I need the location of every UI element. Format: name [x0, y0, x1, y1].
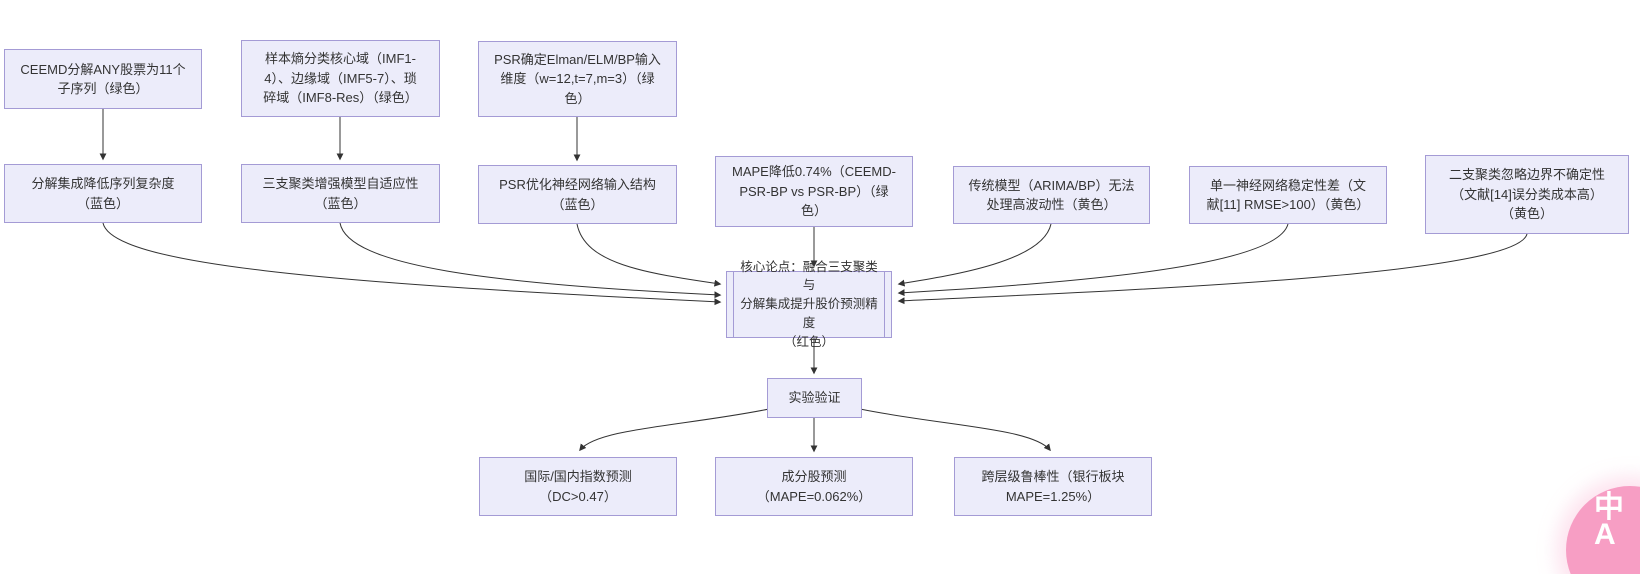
node-constituent-prediction: 成分股预测 （MAPE=0.062%） — [715, 457, 913, 516]
node-traditional-model-limitation: 传统模型（ARIMA/BP）无法 处理高波动性（黄色） — [953, 166, 1150, 224]
node-index-prediction: 国际/国内指数预测 （DC>0.47） — [479, 457, 677, 516]
core-thesis-label: 核心论点：融合三支聚类与 分解集成提升股价预测精度 （红色） — [740, 259, 878, 349]
node-core-thesis: 核心论点：融合三支聚类与 分解集成提升股价预测精度 （红色） — [726, 260, 892, 349]
translate-badge-button[interactable]: 中 A — [1566, 486, 1640, 574]
edge-traditional-to-core — [897, 223, 1052, 287]
edge-complexity-to-core — [102, 222, 722, 306]
translate-icon: 中 A — [1594, 491, 1624, 551]
core-thesis-inner-border-right — [884, 272, 885, 337]
node-cross-level-robustness: 跨层级鲁棒性（银行板块 MAPE=1.25%） — [954, 457, 1152, 516]
node-mape-reduction: MAPE降低0.74%（CEEMD- PSR-BP vs PSR-BP）（绿 色… — [715, 156, 913, 227]
translate-icon-en: A — [1594, 518, 1616, 551]
node-single-nn-instability: 单一神经网络稳定性差（文 献[11] RMSE>100）（黄色） — [1189, 166, 1387, 224]
edge-twoway-to-core — [897, 233, 1528, 305]
edge-experiment-to-robustness — [859, 408, 1051, 452]
node-decomposition-reduces-complexity: 分解集成降低序列复杂度 （蓝色） — [4, 164, 202, 223]
node-psr-optimizes-input: PSR优化神经网络输入结构 （蓝色） — [478, 165, 677, 224]
edge-singlenn-to-core — [897, 223, 1289, 297]
edge-experiment-to-index — [579, 408, 770, 452]
core-thesis-inner-border-left — [733, 272, 734, 337]
node-experiment-validation: 实验验证 — [767, 378, 862, 418]
node-ceemd-decompose: CEEMD分解ANY股票为11个 子序列（绿色） — [4, 49, 202, 109]
node-three-way-clustering-adaptivity: 三支聚类增强模型自适应性 （蓝色） — [241, 164, 440, 223]
node-sample-entropy-classify: 样本熵分类核心域（IMF1- 4）、边缘域（IMF5-7）、琐 碎域（IMF8-… — [241, 40, 440, 117]
edge-clustering-to-core — [339, 222, 722, 299]
node-psr-input-dimension: PSR确定Elman/ELM/BP输入 维度（w=12,t=7,m=3）（绿 色… — [478, 41, 677, 117]
node-two-way-clustering-limitation: 二支聚类忽略边界不确定性 （文献[14]误分类成本高） （黄色） — [1425, 155, 1629, 234]
edge-psropt-to-core — [576, 223, 722, 287]
translate-icon-cn: 中 — [1594, 491, 1624, 524]
